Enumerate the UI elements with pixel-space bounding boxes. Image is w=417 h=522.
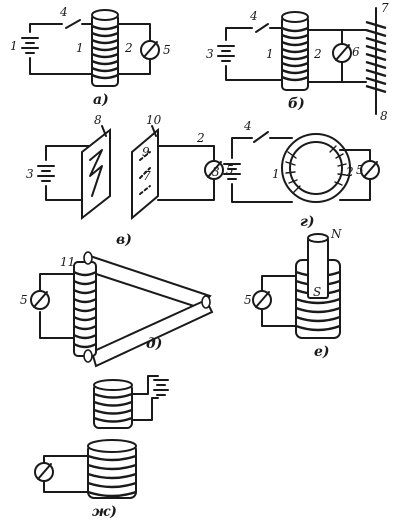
wire-b-bottom-left xyxy=(225,65,283,81)
key-switch xyxy=(65,19,81,29)
wire-e-bottom xyxy=(261,309,297,327)
label-key: 4 xyxy=(243,119,252,133)
caption-v: в) xyxy=(116,232,132,248)
wire-zh-bottom xyxy=(131,397,159,421)
label-coil-right: 2 xyxy=(313,47,322,61)
label-inner-top: 9 xyxy=(142,145,150,159)
galvanometer-icon xyxy=(30,290,50,310)
wire-a-top-left xyxy=(29,23,63,33)
panel-a: 1 4 1 2 5 а) xyxy=(10,5,171,108)
galvanometer-icon xyxy=(34,462,54,482)
battery-cell xyxy=(217,45,235,62)
wire-v-right-bottom xyxy=(157,179,215,201)
panel-v: 3 8 10 9 7 2 5 в) xyxy=(26,113,234,248)
wire-g-top-left xyxy=(231,137,253,159)
wire-b-top-left xyxy=(225,27,253,41)
label-cell: 1 xyxy=(10,39,18,53)
label-magnet: N xyxy=(330,227,342,241)
panel-zh: ж) xyxy=(34,375,169,520)
lead-plate-right xyxy=(151,125,157,137)
panel-b: 3 4 1 2 6 7 8 б) xyxy=(206,1,389,123)
wire-zh-top xyxy=(131,375,159,395)
wire-g-right-bottom xyxy=(339,179,371,201)
wire-b-right-bottom xyxy=(307,61,343,83)
wire-v-left-bottom xyxy=(45,185,91,201)
label-coil-right: 2 xyxy=(345,165,354,179)
wire-e-top xyxy=(261,275,297,291)
wire-g-right-top xyxy=(339,149,371,161)
label-cell: 3 xyxy=(212,165,220,179)
galvanometer-icon xyxy=(252,290,272,310)
label-meter: 5 xyxy=(244,293,252,307)
battery-cell xyxy=(153,379,169,396)
triangle-frame xyxy=(82,254,214,368)
wire-d-bottom xyxy=(39,311,75,339)
caption-zh: ж) xyxy=(92,504,117,520)
label-inner-bottom: 7 xyxy=(143,169,151,183)
label-right-wire: 2 xyxy=(196,131,205,145)
label-pole: S xyxy=(313,285,321,299)
label-coil-left: 1 xyxy=(76,41,84,55)
label-meter: 5 xyxy=(163,43,171,57)
wire-zh-lower-bottom xyxy=(43,481,89,493)
lead-plate-left xyxy=(101,125,107,137)
label-outer-coil: 6 xyxy=(352,45,360,59)
label-meter: 5 xyxy=(20,293,28,307)
galvanometer-icon xyxy=(204,160,224,180)
plate-right xyxy=(131,127,159,221)
coil-primary xyxy=(281,11,309,91)
label-bottom: 8 xyxy=(380,109,388,123)
battery-cell xyxy=(37,165,55,182)
label-plate-left: 8 xyxy=(94,113,102,127)
coil-primary xyxy=(91,9,119,87)
plate-left xyxy=(81,127,111,221)
wire-d-top xyxy=(39,273,75,291)
battery-cell xyxy=(21,37,39,54)
label-meter: 5 xyxy=(356,163,364,177)
wire-v-right-top xyxy=(157,145,215,161)
wire-v-left-top xyxy=(45,145,91,161)
wire-a-bottom-right xyxy=(117,59,151,75)
toroid-coil xyxy=(281,133,351,203)
label-plate-right: 10 xyxy=(146,113,162,127)
caption-e: е) xyxy=(314,344,330,360)
label-coil-left: 1 xyxy=(272,167,280,181)
wire-a-bottom-left xyxy=(29,57,93,75)
galvanometer-icon xyxy=(360,160,380,180)
panel-e: N 5 S е) xyxy=(244,227,342,360)
panel-d: 11 5 д) xyxy=(20,251,214,368)
label-coil-left: 1 xyxy=(266,47,274,61)
galvanometer-icon xyxy=(332,43,352,63)
caption-b: б) xyxy=(288,96,305,112)
label-cell: 3 xyxy=(206,47,214,61)
coil-with-magnet xyxy=(295,233,341,339)
wire-zh-lower-top xyxy=(43,455,89,463)
wire-a-top-right xyxy=(117,23,151,41)
caption-d: д) xyxy=(146,336,162,352)
secondary-coil-on-rod xyxy=(365,7,387,115)
coil-vertical xyxy=(73,251,97,363)
caption-a: а) xyxy=(93,92,109,108)
label-top: 7 xyxy=(381,1,389,15)
panel-g: 4 3 1 2 5 г) xyxy=(212,119,380,230)
label-cell: 3 xyxy=(26,167,34,181)
label-key: 4 xyxy=(249,9,258,23)
key-switch xyxy=(255,23,269,33)
wire-b-right-top xyxy=(307,29,343,45)
battery-cell xyxy=(223,163,241,180)
label-coil: 11 xyxy=(60,255,75,269)
caption-g: г) xyxy=(300,214,315,230)
key-switch xyxy=(253,131,269,143)
galvanometer-icon xyxy=(140,40,160,60)
coil-lower xyxy=(87,439,137,499)
label-key: 4 xyxy=(59,5,68,19)
coil-upper xyxy=(93,379,133,429)
label-coil-right: 2 xyxy=(124,41,133,55)
wire-g-bottom-left xyxy=(231,183,293,203)
